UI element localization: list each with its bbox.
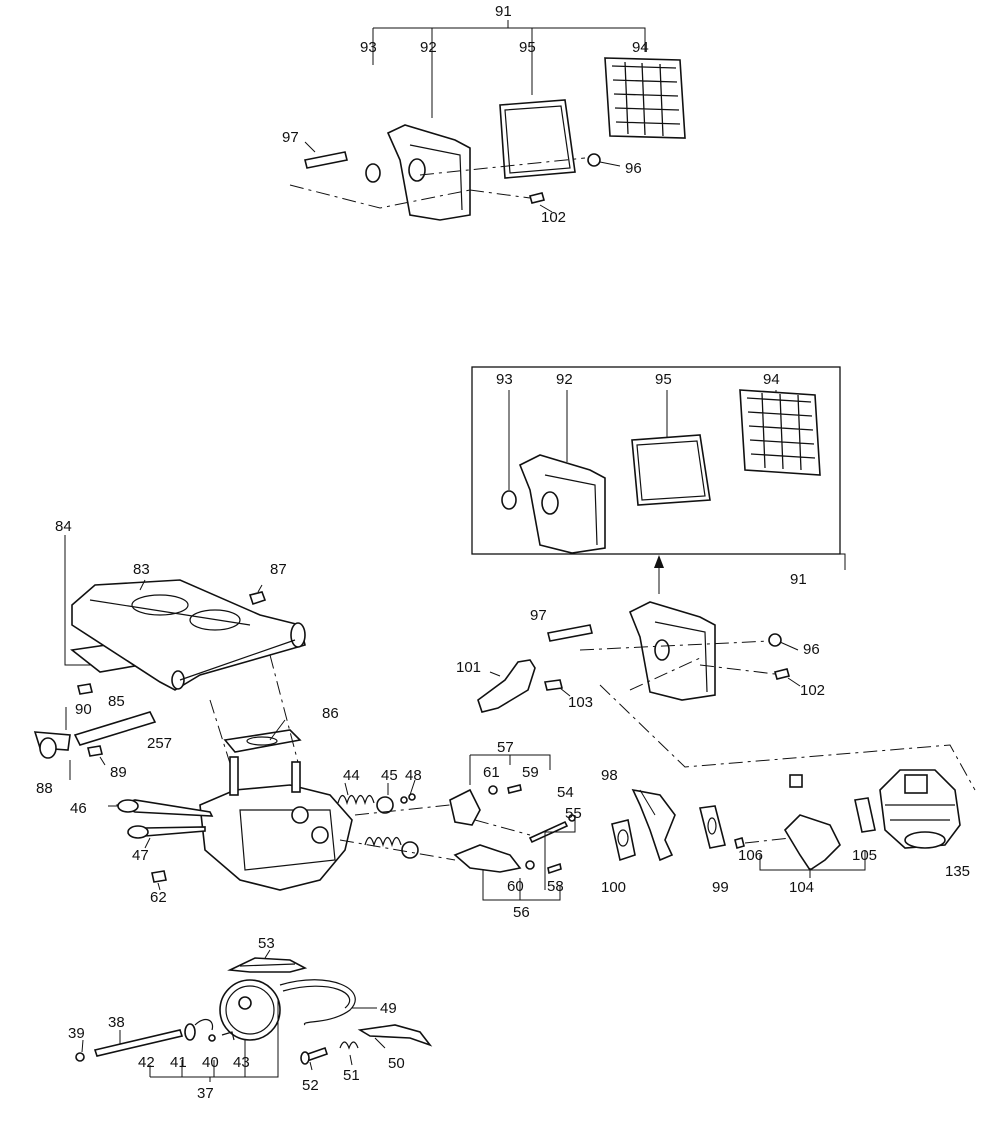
label-47: 47: [132, 847, 149, 864]
label-48: 48: [405, 767, 422, 784]
label-58: 58: [547, 878, 564, 895]
label-91-box: 91: [790, 571, 807, 588]
label-85: 85: [108, 693, 125, 710]
tube-top: [304, 151, 348, 169]
label-91-top: 91: [495, 3, 512, 20]
label-104: 104: [789, 879, 814, 896]
label-94-box: 94: [763, 371, 780, 388]
label-43: 43: [233, 1054, 250, 1071]
label-39: 39: [68, 1025, 85, 1042]
top-air-filter-assembly: 91 93 92 95 94 97 96 102: [282, 3, 686, 226]
label-92-top: 92: [420, 39, 437, 56]
label-90: 90: [75, 701, 92, 718]
label-95-top: 95: [519, 39, 536, 56]
boxed-air-filter-kit: 93 92 95 94 91: [471, 366, 846, 594]
label-57: 57: [497, 739, 514, 756]
label-98: 98: [601, 767, 618, 784]
valve-springs: [337, 794, 402, 848]
timing-chain: [279, 979, 356, 1026]
label-83: 83: [133, 561, 150, 578]
label-42: 42: [138, 1054, 155, 1071]
label-38: 38: [108, 1014, 125, 1031]
timing-assembly: 53 49 39 38 42 41 40 43 37 52 51 50: [68, 935, 433, 1102]
label-99: 99: [712, 879, 729, 896]
label-89: 89: [110, 764, 127, 781]
label-51: 51: [343, 1067, 360, 1084]
label-41: 41: [170, 1054, 187, 1071]
label-106: 106: [738, 847, 763, 864]
label-37: 37: [197, 1085, 214, 1102]
label-93-top: 93: [360, 39, 377, 56]
filter-element-top: [499, 99, 576, 179]
label-135: 135: [945, 863, 970, 880]
label-40: 40: [202, 1054, 219, 1071]
label-61: 61: [483, 764, 500, 781]
label-97-right: 97: [530, 607, 547, 624]
carburetor: [879, 769, 961, 849]
label-93-box: 93: [496, 371, 513, 388]
label-96-right: 96: [803, 641, 820, 658]
label-59: 59: [522, 764, 539, 781]
label-88: 88: [36, 780, 53, 797]
label-50: 50: [388, 1055, 405, 1072]
label-105: 105: [852, 847, 877, 864]
filter-cover-grid-top: [604, 57, 686, 139]
label-94-top: 94: [632, 39, 649, 56]
label-100: 100: [601, 879, 626, 896]
label-97-top: 97: [282, 129, 299, 146]
label-102-top: 102: [541, 209, 566, 226]
gasket-top: [365, 163, 381, 183]
screw-top: [529, 192, 545, 204]
label-257: 257: [147, 735, 172, 752]
label-52: 52: [302, 1077, 319, 1094]
label-54: 54: [557, 784, 574, 801]
label-53: 53: [258, 935, 275, 952]
label-46: 46: [70, 800, 87, 817]
label-55: 55: [565, 805, 582, 822]
label-102-right: 102: [800, 682, 825, 699]
label-96-top: 96: [625, 160, 642, 177]
right-filter-carburetor: 97 96 101 103 102 98 100 99 106 104 105 …: [456, 601, 976, 896]
cylinder-head: [199, 756, 353, 891]
kit-box: [471, 366, 841, 555]
label-84: 84: [55, 518, 72, 535]
label-62: 62: [150, 889, 167, 906]
filter-body-top: [386, 124, 471, 221]
label-92-box: 92: [556, 371, 573, 388]
label-56: 56: [513, 904, 530, 921]
nut-top: [587, 153, 601, 167]
label-103: 103: [568, 694, 593, 711]
label-101: 101: [456, 659, 481, 676]
engine-valve-train: 84 83 87 85 90 257 88 89 86 44 45 48 57 …: [33, 518, 582, 921]
label-49: 49: [380, 1000, 397, 1017]
label-87: 87: [270, 561, 287, 578]
valve-cover: [71, 579, 306, 691]
label-95-box: 95: [655, 371, 672, 388]
label-45: 45: [381, 767, 398, 784]
label-60: 60: [507, 878, 524, 895]
sprocket: [219, 979, 281, 1041]
label-86: 86: [322, 705, 339, 722]
label-44: 44: [343, 767, 360, 784]
